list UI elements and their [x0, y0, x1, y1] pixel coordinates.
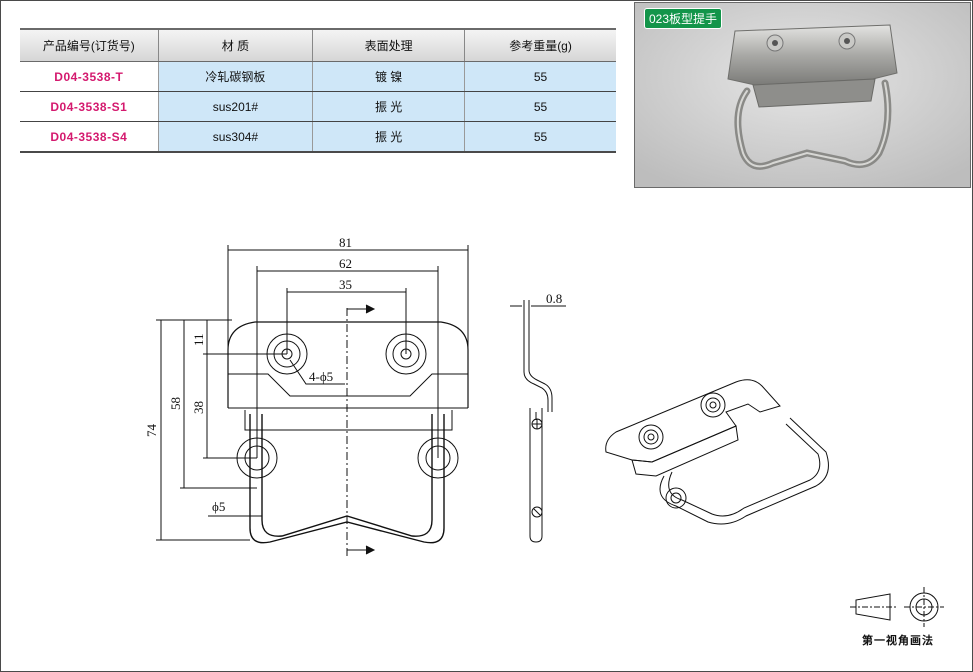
photo-tag-label: 023板型提手 [644, 8, 723, 29]
handle-photo-illustration [635, 3, 970, 187]
cell-material: sus304# [157, 121, 314, 153]
cell-weight: 55 [464, 121, 616, 153]
header-material: 材 质 [157, 28, 314, 62]
table-row: D04-3538-S4 sus304# 振 光 55 [20, 121, 616, 153]
header-weight: 参考重量(g) [464, 28, 616, 62]
cell-finish: 振 光 [312, 121, 466, 153]
spec-table-header: 产品编号(订货号) 材 质 表面处理 参考重量(g) [20, 28, 616, 62]
spec-table: 产品编号(订货号) 材 质 表面处理 参考重量(g) D04-3538-T 冷轧… [20, 28, 616, 153]
cell-code: D04-3538-T [20, 61, 159, 92]
projection-legend-label: 第一视角画法 [862, 635, 934, 647]
cell-material: sus201# [157, 91, 314, 122]
table-row: D04-3538-S1 sus201# 振 光 55 [20, 91, 616, 122]
header-finish: 表面处理 [312, 28, 466, 62]
cell-code: D04-3538-S1 [20, 91, 159, 122]
cell-weight: 55 [464, 91, 616, 122]
table-row: D04-3538-T 冷轧碳钢板 镀 镍 55 [20, 61, 616, 92]
cell-material: 冷轧碳钢板 [157, 61, 314, 92]
header-code: 产品编号(订货号) [20, 28, 159, 62]
cell-code: D04-3538-S4 [20, 121, 159, 153]
cell-finish: 镀 镍 [312, 61, 466, 92]
cell-finish: 振 光 [312, 91, 466, 122]
cell-weight: 55 [464, 61, 616, 92]
product-photo: 023板型提手 [634, 2, 971, 188]
